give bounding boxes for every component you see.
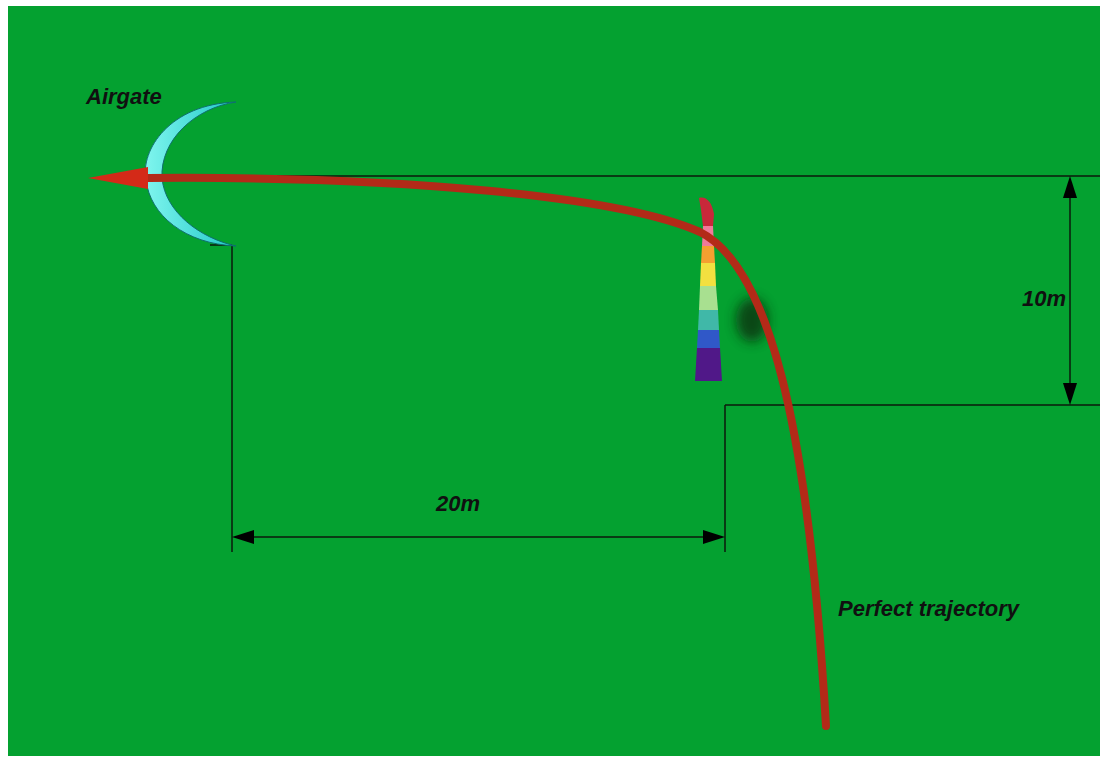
- pole-band: [695, 348, 722, 381]
- pole-band: [698, 310, 719, 330]
- dimension-arrowheads: [232, 176, 1077, 544]
- grass-ground: [8, 6, 1100, 756]
- dimension-label: 10m: [1022, 288, 1066, 310]
- dimension-label: Perfect trajectory: [838, 598, 1019, 620]
- reference-line: [725, 404, 1100, 406]
- extension-line: [231, 245, 233, 552]
- dimension-line: [1069, 195, 1071, 386]
- trajectory: [88, 167, 826, 726]
- arrowhead: [232, 530, 254, 544]
- arrowhead: [1063, 383, 1077, 405]
- extension-line: [724, 405, 726, 552]
- trajectory-arrowhead: [88, 167, 148, 189]
- dimension-line: [250, 536, 707, 538]
- dimension-label: 20m: [436, 493, 480, 515]
- trajectory-curve: [148, 178, 826, 726]
- arrowhead: [703, 530, 725, 544]
- arrowhead: [1063, 176, 1077, 198]
- pole-band: [699, 198, 714, 226]
- pole-band: [699, 286, 718, 310]
- pole-band: [697, 330, 720, 348]
- dimension-label: Airgate: [86, 86, 162, 108]
- reference-lines: [150, 176, 1100, 552]
- pole-band: [700, 263, 716, 286]
- slalom-pole: [695, 198, 722, 381]
- pole-band: [701, 246, 715, 263]
